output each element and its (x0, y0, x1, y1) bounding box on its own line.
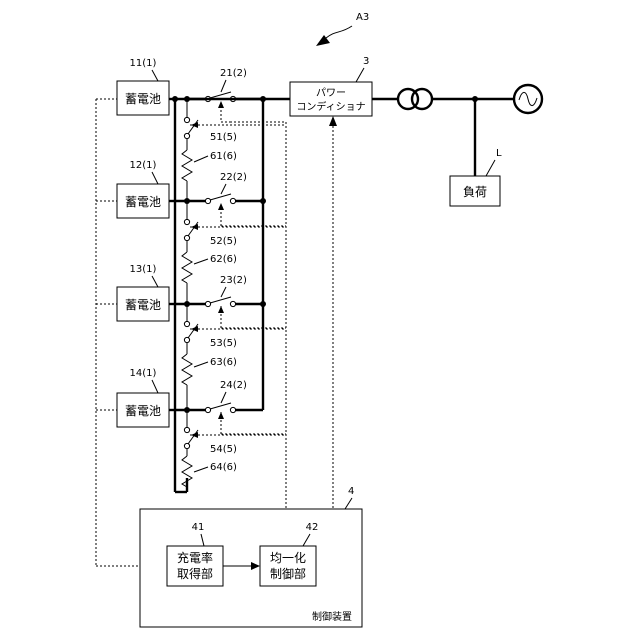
control-device-label: 制御装置 (312, 610, 352, 623)
node-dot (172, 96, 178, 102)
battery-unit-3: 蓄電池 13(1) 23(2) 53(5) 63(6) (117, 264, 286, 410)
battery-ref-leader (152, 380, 158, 393)
battery-ref: 13(1) (130, 264, 157, 275)
switch-blade (210, 92, 231, 98)
ac-wave-icon (519, 92, 537, 105)
equalization-line1: 均一化 (270, 551, 306, 565)
power-conditioner-ref: 3 (363, 56, 369, 67)
pcs-control-arrowhead (329, 116, 337, 126)
battery-unit-1: 蓄電池 11(1) 21(2) 51(5) 61(6) (117, 58, 286, 201)
load-ref: L (496, 148, 502, 159)
battery-unit-2: 蓄電池 12(1) 22(2) 52(5) 62(6) (117, 160, 286, 304)
control-arrowhead (218, 101, 224, 108)
resistor-ref-leader (194, 156, 208, 162)
switch-blade (210, 297, 231, 303)
bypass-ref: 54(5) (210, 444, 237, 455)
battery-ref: 14(1) (130, 368, 157, 379)
bypass-contact (184, 337, 189, 342)
battery-label: 蓄電池 (125, 195, 161, 209)
bypass-contact (184, 427, 189, 432)
battery-label: 蓄電池 (125, 298, 161, 312)
resistor-ref: 62(6) (210, 254, 237, 265)
resistor (182, 252, 192, 283)
node-dot (260, 96, 266, 102)
bypass-ref: 51(5) (210, 132, 237, 143)
switch-ref: 22(2) (220, 172, 247, 183)
resistor-ref: 64(6) (210, 462, 237, 473)
switch-blade (210, 194, 231, 200)
battery-unit-4: 蓄電池 14(1) 24(2) 54(5) 64(6) (117, 368, 286, 487)
switch-ref-leader (221, 184, 226, 194)
control-arrowhead (191, 432, 198, 438)
battery-ref-leader (152, 70, 158, 81)
switch-blade (210, 403, 231, 409)
switch-ref: 21(2) (220, 68, 247, 79)
resistor-ref-leader (194, 259, 208, 264)
control-arrowhead (218, 306, 224, 313)
bypass-contact (184, 117, 189, 122)
resistor-ref: 63(6) (210, 357, 237, 368)
power-conditioner-line1: パワー (316, 87, 346, 99)
resistor (182, 354, 192, 385)
resistor-ref-leader (194, 362, 208, 367)
bypass-contact (184, 235, 189, 240)
switch-ref-leader (221, 392, 226, 403)
battery-ref-leader (152, 276, 158, 287)
switch-contact (230, 407, 235, 412)
control-device-ref-leader (345, 498, 352, 509)
control-arrowhead (218, 203, 224, 210)
switch-ref-leader (221, 287, 226, 297)
battery-ref: 12(1) (130, 160, 157, 171)
control-arrowhead (191, 122, 198, 128)
control-arrowhead (191, 326, 198, 332)
battery-ref: 11(1) (130, 58, 157, 69)
bypass-contact (184, 133, 189, 138)
node-dot (260, 301, 266, 307)
equalization-ref: 42 (306, 522, 319, 533)
switch-contact (205, 198, 210, 203)
resistor (182, 150, 192, 181)
switch-ref-leader (221, 80, 226, 92)
load-label: 負荷 (463, 185, 487, 199)
bypass-contact (184, 219, 189, 224)
control-arrowhead (191, 224, 198, 230)
bypass-ref: 53(5) (210, 338, 237, 349)
power-conditioner-line2: コンディショナ (296, 100, 365, 113)
bypass-contact (184, 443, 189, 448)
resistor-ref: 61(6) (210, 151, 237, 162)
switch-contact (205, 301, 210, 306)
switch-ref: 23(2) (220, 275, 247, 286)
transformer-coil-right (412, 89, 432, 109)
node-dot (260, 198, 266, 204)
acquisition-ref: 41 (192, 522, 205, 533)
figure-label: A3 (356, 12, 369, 23)
resistor-ref-leader (194, 467, 208, 472)
switch-contact (205, 407, 210, 412)
switch-contact (230, 198, 235, 203)
power-conditioner-ref-leader (356, 68, 364, 82)
battery-label: 蓄電池 (125, 404, 161, 418)
battery-ref-leader (152, 172, 158, 184)
control-device-ref: 4 (348, 486, 354, 497)
bypass-ref: 52(5) (210, 236, 237, 247)
control-arrowhead (218, 412, 224, 419)
figure-label-arrow (326, 26, 352, 38)
load-ref-leader (486, 160, 495, 176)
bypass-contact (184, 321, 189, 326)
switch-ref: 24(2) (220, 380, 247, 391)
equalization-line2: 制御部 (270, 566, 306, 581)
acquisition-line1: 充電率 (177, 550, 213, 565)
acquisition-line2: 取得部 (177, 566, 213, 581)
battery-label: 蓄電池 (125, 92, 161, 106)
switch-contact (230, 301, 235, 306)
